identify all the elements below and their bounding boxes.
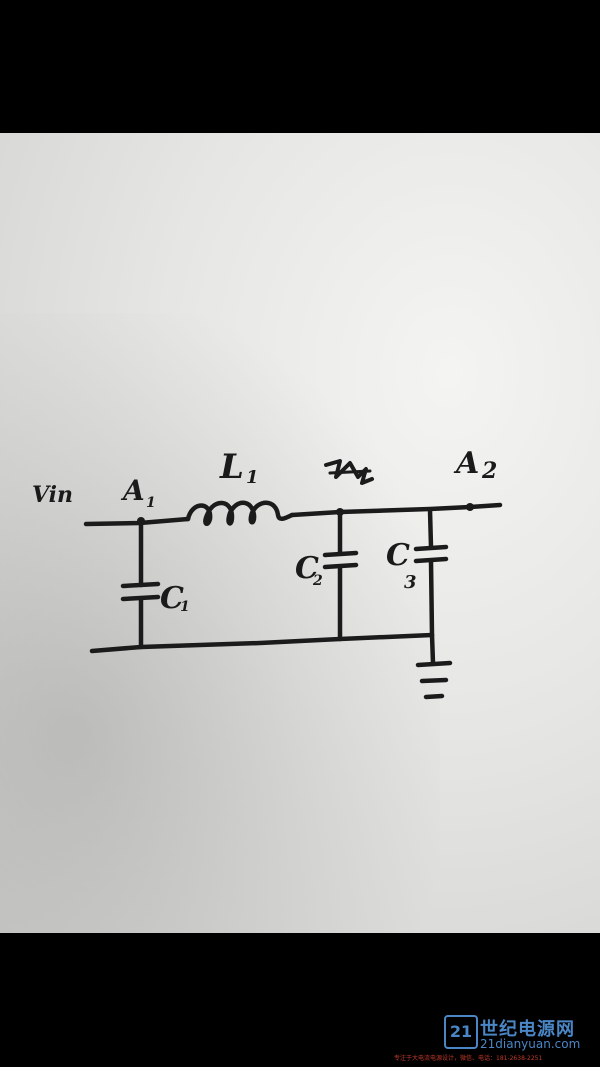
watermark-logo-icon: 21 [444,1015,478,1049]
ground-bar-1 [415,660,453,668]
label-node-a2-sub: 2 [481,458,497,484]
inductor-l1 [185,500,295,527]
label-inductor: L [219,447,244,487]
label-cap1-sub: 1 [180,599,190,615]
cap-c3-plate-top [413,544,449,552]
ground-stem [429,632,436,666]
ground-bar-2 [419,677,449,684]
wire-input-to-a1 [83,516,191,527]
circuit-diagram: Vin A 1 L 1 A 2 C 1 C 2 C 3 [32,446,503,700]
wire-c3-top [427,507,434,550]
label-input: Vin [32,482,73,508]
node-a2-dot [466,503,474,511]
label-cap1: C [160,581,184,616]
scribbled-node-label [324,459,374,485]
cap-c1-plate-top [120,581,161,589]
wire-c3-bottom [428,558,435,638]
paper-sheet: Vin A 1 L 1 A 2 C 1 C 2 C 3 [0,133,600,933]
label-inductor-sub: 1 [246,467,259,488]
site-watermark: 21 世纪电源网 21dianyuan.com 专注于大电流电源设计，微信、电话… [394,1013,594,1063]
label-cap3: C [386,538,410,573]
label-cap2-sub: 2 [312,573,323,589]
label-node-a2: A [453,446,479,481]
hand-shadow [0,313,440,933]
watermark-note: 专注于大电流电源设计，微信、电话：181-2638-2251 [394,1055,543,1062]
label-cap2: C [295,551,319,586]
label-node-a1-sub: 1 [146,495,156,511]
cap-c2-plate-top [322,550,359,558]
wire-bottom-rail [89,632,435,654]
label-cap3-sub: 3 [404,572,417,593]
ground-bar-3 [423,693,445,700]
label-node-a1: A [120,474,145,507]
watermark-site-name: 世纪电源网 [480,1019,575,1040]
watermark-site-url: 21dianyuan.com [480,1037,581,1051]
scribbled-node-label-mark [328,469,372,475]
